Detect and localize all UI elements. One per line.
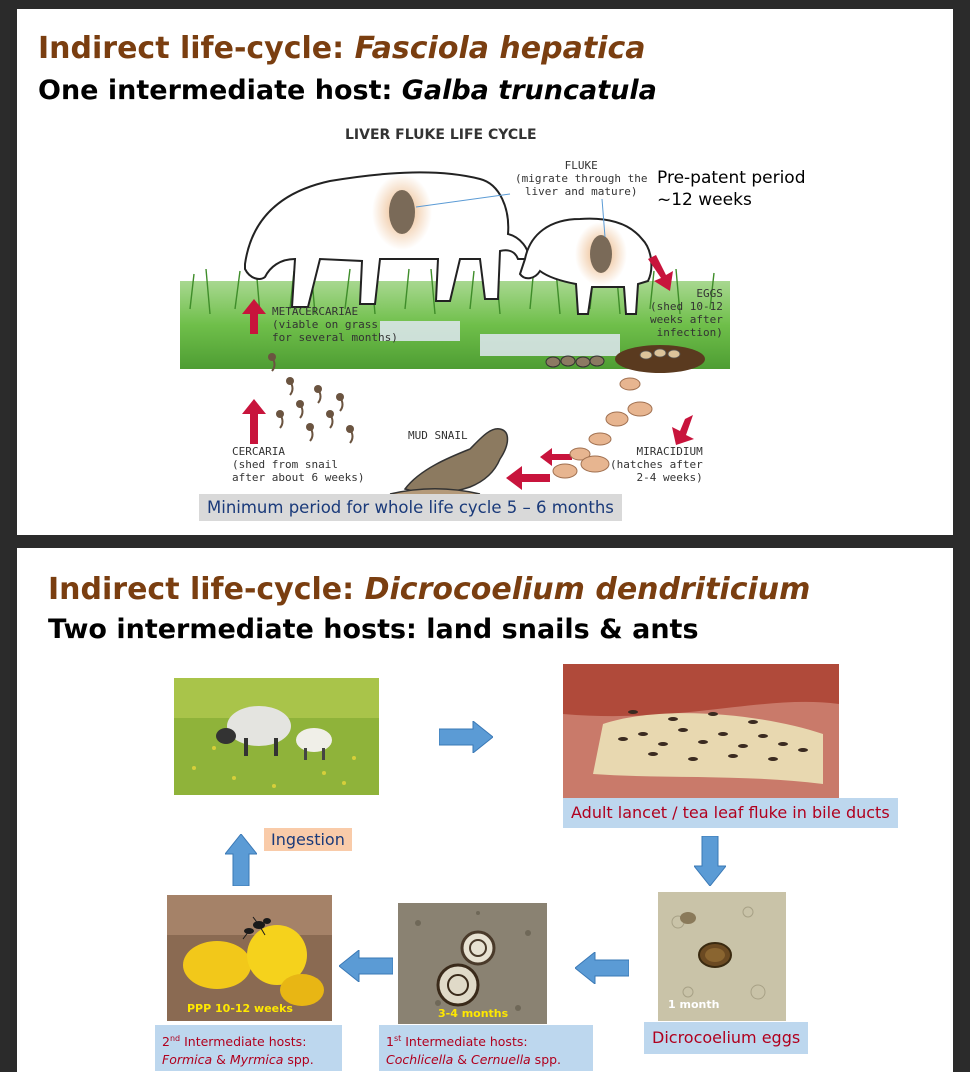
red-arrow-up-icon: [242, 299, 266, 334]
slide-fasciola: Indirect life-cycle: Fasciola hepatica O…: [17, 9, 953, 535]
eggs-micrograph: 1 month: [658, 892, 786, 1021]
mud-snail-icon: [403, 428, 509, 494]
egg-time-overlay: 1 month: [668, 998, 720, 1011]
fluke-in-cow-icon: [389, 190, 415, 234]
slide1-subtitle: One intermediate host: Galba truncatula: [38, 75, 657, 106]
prepatent-note: Pre-patent period ~12 weeks: [657, 168, 806, 210]
slide2-subtitle: Two intermediate hosts: land snails & an…: [48, 614, 699, 645]
red-arrow-left-icon: [540, 448, 572, 466]
species-name: Dicrocoelium dendriticium: [364, 572, 811, 607]
miracidia-icon: [552, 377, 653, 479]
second-host-caption: 2nd Intermediate hosts: Formica & Myrmic…: [155, 1025, 342, 1071]
ant-time-overlay: PPP 10-12 weeks: [187, 1002, 293, 1015]
arrow-left-icon: [575, 952, 629, 984]
ingestion-label: Ingestion: [264, 828, 352, 851]
minimum-period-bar: Minimum period for whole life cycle 5 – …: [199, 494, 622, 521]
host-name: Galba truncatula: [401, 75, 657, 106]
land-snails-photo: 3-4 months: [398, 903, 547, 1024]
cycle-arrows: [242, 255, 694, 490]
eggs-icon: [545, 355, 605, 368]
eggs-label: EGGS (shed 10-12 weeks after infection): [650, 287, 723, 339]
snail-time-overlay: 3-4 months: [438, 1007, 509, 1020]
lamb-icon: [296, 728, 332, 752]
slide2-title: Indirect life-cycle: Dicrocoelium dendri…: [48, 572, 811, 607]
adult-fluke-caption: Adult lancet / tea leaf fluke in bile du…: [563, 798, 898, 828]
snail-shell-icon: [436, 963, 480, 1007]
arrow-right-icon: [439, 721, 493, 753]
first-host-caption: 1st Intermediate hosts: Cochlicella & Ce…: [379, 1025, 593, 1071]
red-arrow-left-icon: [506, 466, 550, 490]
flukes-icon: [618, 710, 808, 761]
bile-duct-photo: [563, 664, 839, 798]
arrow-down-icon: [694, 836, 726, 886]
red-arrow-down-icon: [672, 415, 694, 445]
fluke-in-sheep-icon: [590, 235, 612, 273]
snail-shell-icon: [460, 930, 496, 966]
miracidium-label: MIRACIDIUM (hatches after 2-4 weeks): [610, 445, 703, 484]
cercaria-label: CERCARIA (shed from snail after about 6 …: [232, 445, 365, 484]
diagram-title: LIVER FLUKE LIFE CYCLE: [345, 127, 537, 143]
sheep-grazing-photo: [174, 678, 379, 795]
dung-icon: [615, 345, 705, 373]
sheep-icon: [227, 706, 291, 746]
puddle: [480, 334, 620, 356]
flower-icon: [183, 941, 251, 989]
liver-fluke-diagram: LIVER FLUKE LIFE CYCLE FLUKE (migrate th…: [180, 109, 730, 524]
slide-dicrocoelium: Indirect life-cycle: Dicrocoelium dendri…: [17, 548, 953, 1072]
puddle: [380, 321, 460, 341]
red-arrow-down-icon: [648, 255, 673, 291]
metacercariae-label: METACERCARIAE (viable on grass for sever…: [272, 305, 398, 344]
arrow-up-icon: [225, 834, 257, 886]
red-arrow-up-icon: [242, 399, 266, 444]
fluke-label: FLUKE (migrate through the liver and mat…: [515, 159, 648, 198]
slide1-title: Indirect life-cycle: Fasciola hepatica: [38, 31, 646, 66]
species-name: Fasciola hepatica: [354, 31, 646, 66]
diagram-illustration: [180, 171, 730, 495]
arrow-left-icon: [339, 950, 393, 982]
mud-snail-label: MUD SNAIL: [408, 429, 468, 442]
eggs-caption: Dicrocoelium eggs: [644, 1022, 809, 1054]
ant-on-flower-photo: PPP 10-12 weeks: [167, 895, 332, 1021]
